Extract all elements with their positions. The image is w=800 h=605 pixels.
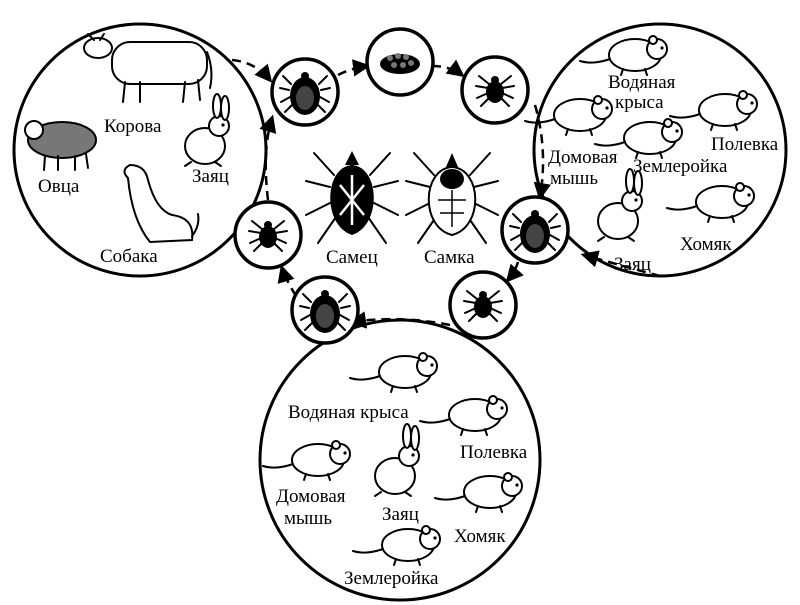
cow-icon xyxy=(83,33,213,103)
stage-adult-emerging xyxy=(233,200,303,270)
label-hare-bottom: Заяц xyxy=(382,504,419,525)
stage-eggs xyxy=(365,27,435,97)
label-vole-right: Полевка xyxy=(711,134,779,155)
arrow-right-hosts-to-fed-larva xyxy=(580,250,661,278)
label-water-rat-right-1: Водяная xyxy=(608,72,676,93)
arrow-fed-larva-to-nymph xyxy=(505,261,524,283)
label-dog: Собака xyxy=(100,246,158,267)
arrow-larva-to-fed-larva xyxy=(533,104,551,201)
female-tick-icon xyxy=(405,152,499,244)
arrow-eggs-to-larva xyxy=(431,59,465,78)
label-house-mouse-right-1: Домовая xyxy=(548,147,618,168)
label-cow: Корова xyxy=(104,116,162,137)
label-house-mouse-bottom-2: мышь xyxy=(284,508,332,529)
label-female: Самка xyxy=(424,247,475,268)
label-water-rat-right-2: крыса xyxy=(615,92,664,113)
dog-icon xyxy=(123,163,200,244)
label-male: Самец xyxy=(326,247,378,268)
arrow-adult-to-engorged xyxy=(259,114,277,201)
label-hamster-bottom: Хомяк xyxy=(454,526,506,547)
label-vole-bottom: Полевка xyxy=(460,442,528,463)
label-shrew-right: Землеройка xyxy=(633,156,728,177)
stage-engorged-female xyxy=(270,57,340,127)
arrow-cow-to-engorged xyxy=(231,58,273,83)
arrow-nymph-to-fed-nymph xyxy=(348,311,451,329)
eggs-icon xyxy=(380,53,420,74)
arrow-fed-nymph-to-adult xyxy=(277,264,298,297)
stage-fed-larva xyxy=(500,195,570,265)
arrow-engorged-to-eggs xyxy=(337,59,371,77)
label-hare-right: Заяц xyxy=(614,254,651,275)
label-hamster-right: Хомяк xyxy=(680,234,732,255)
stage-larva xyxy=(460,55,530,125)
label-shrew-bottom: Землеройка xyxy=(344,568,439,589)
stage-nymph xyxy=(448,270,518,340)
label-sheep: Овца xyxy=(38,176,80,197)
label-house-mouse-bottom-1: Домовая xyxy=(276,486,346,507)
label-house-mouse-right-2: мышь xyxy=(550,168,598,189)
label-hare-large: Заяц xyxy=(192,166,229,187)
male-tick-icon xyxy=(305,151,399,244)
sheep-icon xyxy=(24,120,97,171)
label-water-rat-bottom: Водяная крыса xyxy=(288,402,409,423)
stage-fed-nymph xyxy=(290,275,360,345)
